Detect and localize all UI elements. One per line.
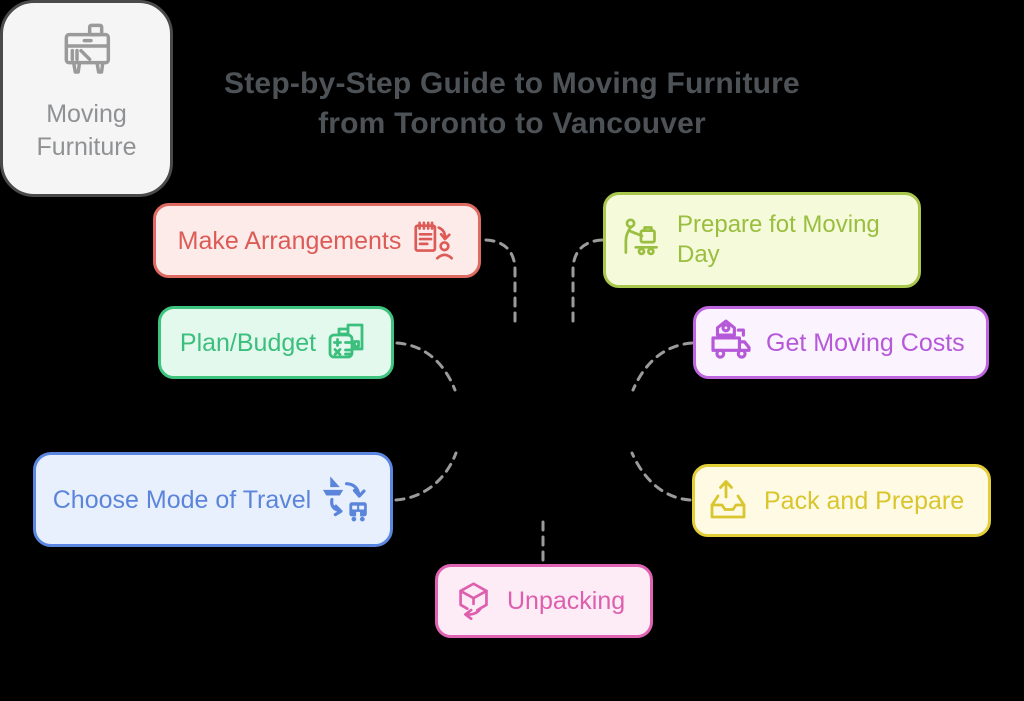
node-prepare-for-moving-day: Prepare fot Moving Day <box>603 192 921 288</box>
page-title: Step-by-Step Guide to Moving Furniture f… <box>0 64 1024 144</box>
node-label: Choose Mode of Travel <box>52 485 312 514</box>
clipboard-person-icon <box>410 218 456 264</box>
node-moving-furniture: Moving Furniture <box>0 0 173 197</box>
node-label: Unpacking <box>507 587 626 615</box>
connector-choose-mode-of-travel <box>394 451 458 502</box>
connector-get-moving-costs <box>631 341 694 392</box>
connector-prepare-moving-day <box>571 238 604 323</box>
node-label: Pack and Prepare <box>764 486 965 515</box>
node-label: Plan/Budget <box>179 328 317 357</box>
ship-bus-swap-icon <box>319 473 373 527</box>
node-plan-budget: Plan/Budget <box>158 306 394 379</box>
node-get-moving-costs: Get Moving Costs <box>693 306 989 379</box>
node-label: Prepare fot Moving Day <box>677 211 880 268</box>
node-pack-and-prepare: Pack and Prepare <box>692 464 991 537</box>
node-label: Get Moving Costs <box>766 328 965 357</box>
page-title-line1: Step-by-Step Guide to Moving Furniture <box>224 67 800 100</box>
outbox-arrow-up-icon <box>706 477 754 525</box>
connector-pack-and-prepare <box>630 451 692 502</box>
node-unpacking: Unpacking <box>435 564 653 638</box>
connector-make-arrangements <box>484 238 517 323</box>
connector-plan-budget <box>395 341 457 392</box>
node-choose-mode-of-travel: Choose Mode of Travel <box>33 452 393 547</box>
furniture-dresser-icon <box>55 21 119 92</box>
node-make-arrangements: Make Arrangements <box>153 203 481 278</box>
node-label: Moving Furniture <box>36 100 137 161</box>
unboxing-cube-icon <box>451 578 497 624</box>
house-truck-icon <box>704 316 758 370</box>
person-luggage-cart-icon <box>617 215 667 265</box>
page-title-line2: from Toronto to Vancouver <box>318 107 706 140</box>
node-label: Make Arrangements <box>177 226 402 255</box>
calculator-document-icon <box>324 319 372 367</box>
